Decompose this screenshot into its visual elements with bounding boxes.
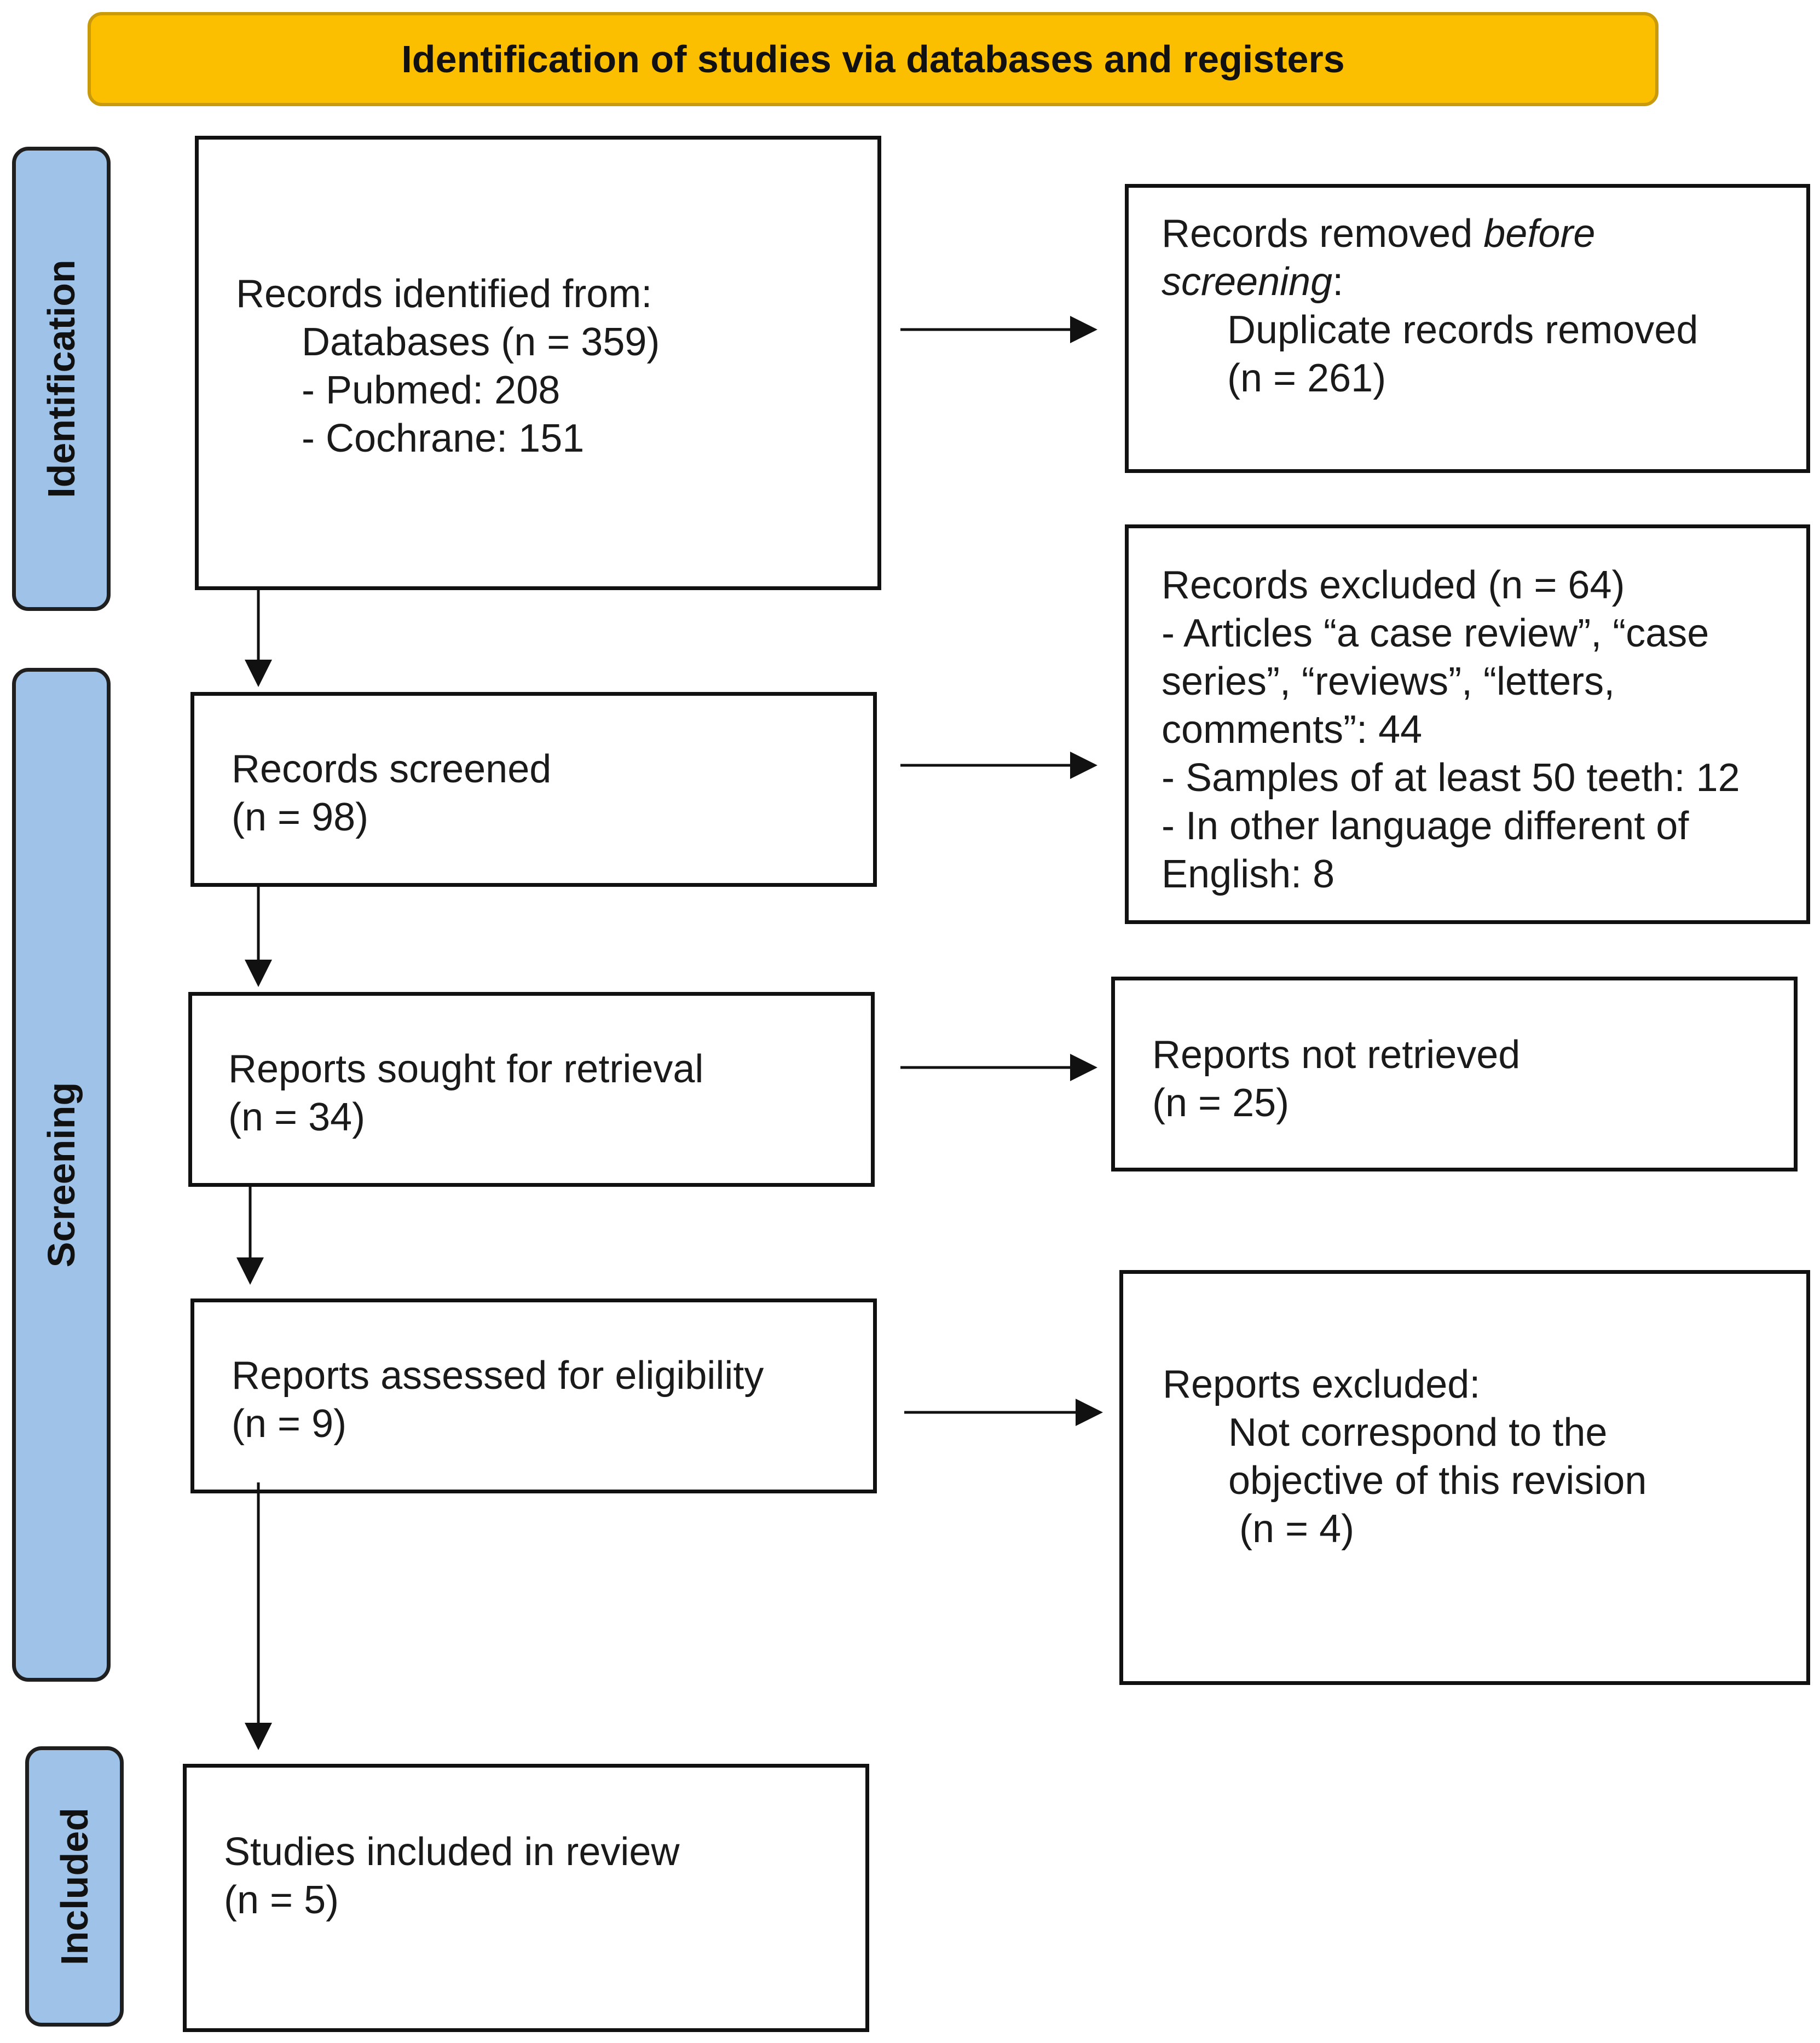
reports-excluded-count: (n = 4) [1239,1507,1355,1551]
studies-included-box: Studies included in review (n = 5) [183,1764,869,2032]
records-removed-screening-word: screening [1162,260,1333,304]
reports-assessed-count: (n = 9) [232,1402,347,1446]
records-excluded-box: Records excluded (n = 64) - Articles “a … [1125,524,1810,924]
reports-not-retrieved-count: (n = 25) [1152,1081,1290,1125]
records-screened-count: (n = 98) [232,795,369,839]
reports-excluded-reason-1: Not correspond to the [1228,1411,1608,1455]
records-excluded-english: English: 8 [1162,852,1335,896]
header-title: Identification of studies via databases … [401,38,1345,80]
records-excluded-comments: comments”: 44 [1162,708,1423,752]
records-excluded-articles: - Articles “a case review”, “case [1162,611,1709,655]
records-identified-box: Records identified from: Databases (n = … [195,136,881,590]
phase-screening: Screening [12,668,111,1682]
databases-count: Databases (n = 359) [302,320,660,364]
records-excluded-heading: Records excluded (n = 64) [1162,563,1625,607]
records-removed-before: before [1483,212,1596,256]
records-excluded-language: - In other language different of [1162,804,1689,848]
reports-assessed-box: Reports assessed for eligibility (n = 9) [190,1298,877,1493]
reports-excluded-reason-2: objective of this revision [1228,1459,1647,1503]
reports-sought-label: Reports sought for retrieval [228,1047,704,1091]
phase-identification: Identification [12,147,111,611]
records-removed-prefix: Records removed [1162,212,1484,256]
pubmed-count: - Pubmed: 208 [302,368,561,412]
studies-included-label: Studies included in review [224,1830,680,1874]
reports-sought-box: Reports sought for retrieval (n = 34) [188,992,875,1187]
records-removed-heading: Records removed before [1162,210,1806,258]
cochrane-count: - Cochrane: 151 [302,417,585,460]
reports-excluded-heading: Reports excluded: [1163,1363,1481,1406]
records-removed-colon: : [1332,260,1344,304]
records-identified-heading: Records identified from: [236,272,652,316]
records-excluded-series: series”, “reviews”, “letters, [1162,660,1615,703]
records-screened-box: Records screened (n = 98) [190,692,877,887]
duplicate-records-count: (n = 261) [1227,356,1386,400]
reports-not-retrieved-box: Reports not retrieved (n = 25) [1111,977,1798,1171]
reports-not-retrieved-label: Reports not retrieved [1152,1033,1521,1077]
records-removed-screening: screening: [1162,258,1806,306]
studies-included-count: (n = 5) [224,1878,339,1922]
reports-excluded-box: Reports excluded: Not correspond to the … [1119,1270,1810,1685]
reports-assessed-label: Reports assessed for eligibility [232,1354,764,1398]
duplicate-records-label: Duplicate records removed [1227,308,1698,352]
records-excluded-samples: - Samples of at least 50 teeth: 12 [1162,756,1740,800]
records-screened-label: Records screened [232,747,552,791]
header-banner: Identification of studies via databases … [88,12,1659,106]
records-removed-box: Records removed before screening: Duplic… [1125,184,1810,473]
phase-included: Included [25,1746,124,2027]
reports-sought-count: (n = 34) [228,1095,366,1139]
